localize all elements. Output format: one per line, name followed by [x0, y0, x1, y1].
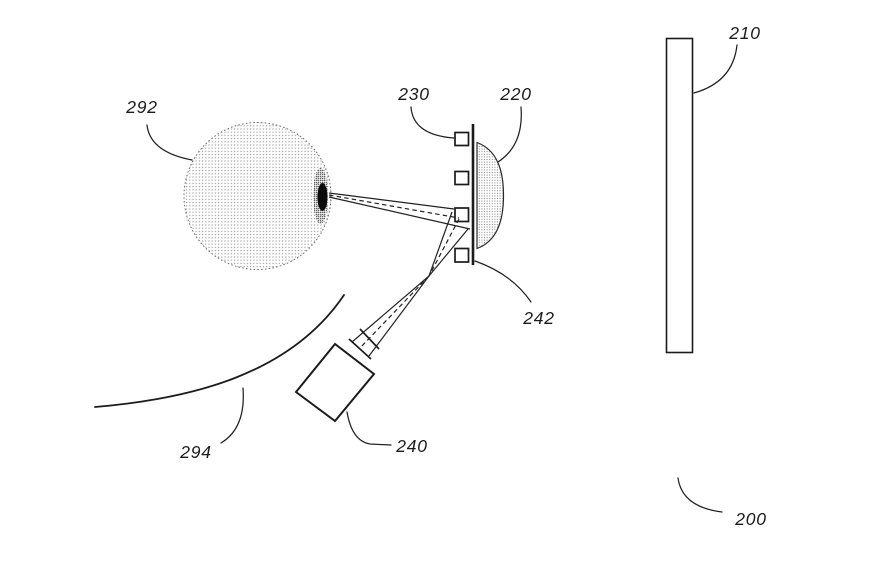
camera-body [294, 342, 376, 423]
leader-294 [220, 387, 244, 444]
eyeball [183, 122, 332, 270]
leader-200 [677, 477, 723, 513]
leader-242 [474, 260, 532, 303]
camera-ray-axis [358, 275, 430, 350]
emitter-3 [454, 207, 470, 223]
display-panel [665, 37, 694, 354]
reflected-ray-left [428, 211, 453, 277]
reflected-ray-axis [428, 218, 460, 277]
incident-ray-upper [328, 192, 455, 210]
leader-220 [497, 106, 522, 163]
emitter-1 [454, 131, 470, 147]
ref-label-system: 200 [734, 509, 767, 529]
camera-barrel-back [348, 338, 372, 360]
camera-barrel-front [359, 328, 380, 350]
incident-ray-bundle [328, 192, 471, 230]
ref-label-face-profile: 294 [179, 442, 212, 462]
ref-label-eye: 292 [125, 97, 158, 117]
face-profile-curve [94, 294, 345, 408]
emitter-array [454, 131, 470, 263]
ref-label-substrate: 242 [522, 308, 555, 328]
emitter-4 [454, 247, 470, 263]
leader-230 [410, 106, 455, 139]
incident-ray-lower [328, 196, 471, 230]
emitter-2 [454, 170, 470, 186]
ref-label-camera: 240 [395, 436, 428, 456]
leader-210 [693, 44, 738, 94]
incident-ray-axis [328, 194, 460, 219]
lens [476, 141, 505, 250]
ref-label-emitter-array: 230 [397, 84, 430, 104]
camera-ray-left [351, 275, 430, 343]
pupil [317, 183, 328, 211]
camera-ray-right [368, 275, 430, 357]
reflected-ray-right [428, 228, 469, 277]
camera-ray-bundle [351, 275, 430, 357]
reflected-ray-bundle [428, 211, 469, 277]
eyeball-group [183, 122, 332, 270]
leader-lines [146, 44, 738, 513]
camera-group [294, 328, 380, 423]
leader-240 [346, 411, 392, 446]
ref-label-display-panel: 210 [728, 23, 761, 43]
leader-292 [146, 124, 193, 161]
ref-label-lens: 220 [499, 84, 532, 104]
